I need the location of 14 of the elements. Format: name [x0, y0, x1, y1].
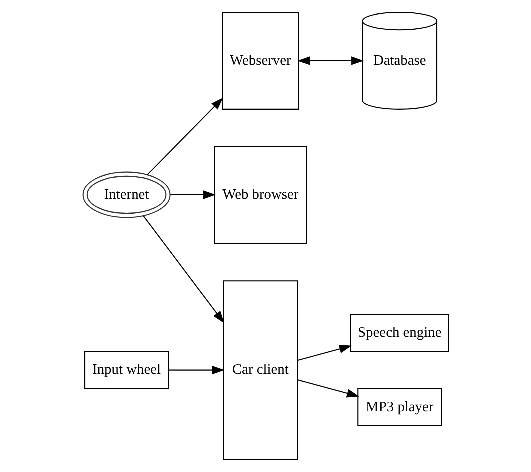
node-box: Car client	[222, 280, 298, 460]
arrow	[297, 56, 364, 66]
node-ellipse: Internet	[82, 172, 170, 218]
node-box: MP3 player	[357, 388, 442, 426]
node-box: Speech engine	[350, 314, 449, 352]
node-box: Web browser	[214, 146, 307, 244]
arrow	[297, 380, 359, 398]
node-box: Input wheel	[84, 351, 169, 390]
node-box: Webserver	[222, 12, 299, 110]
arrow	[168, 366, 224, 375]
arrow	[142, 216, 224, 324]
arrow	[170, 190, 216, 200]
arrow	[146, 98, 223, 176]
arrow	[297, 344, 352, 361]
